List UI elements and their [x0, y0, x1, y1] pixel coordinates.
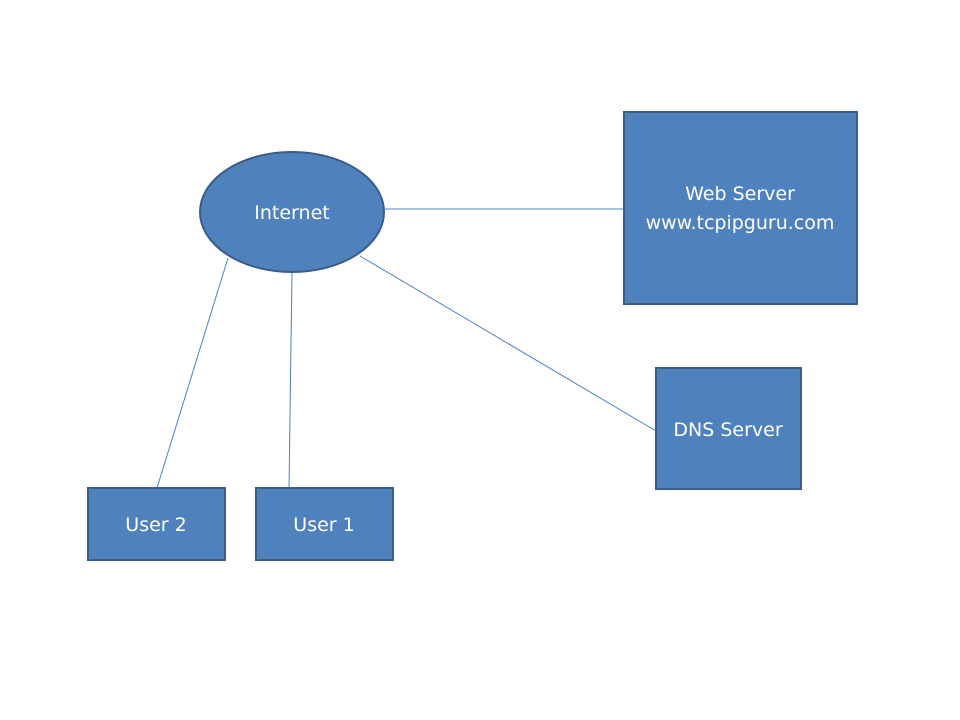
web-server-hostname: www.tcpipguru.com	[646, 212, 835, 234]
link-internet-dns-server	[359, 255, 657, 432]
web-server-title: Web Server	[685, 183, 795, 205]
user1-node: User 1	[255, 487, 394, 561]
internet-ellipse	[199, 151, 385, 273]
user2-node: User 2	[87, 487, 226, 561]
web-server-box	[623, 111, 858, 305]
dns-server-node: DNS Server	[655, 367, 802, 490]
user2-label: User 2	[125, 514, 186, 536]
dns-server-box	[655, 367, 802, 490]
web-server-node: Web Server www.tcpipguru.com	[623, 111, 858, 305]
link-internet-user2	[156, 257, 229, 489]
link-internet-user1	[288, 271, 293, 489]
internet-node: Internet	[199, 151, 385, 273]
user1-box	[255, 487, 394, 561]
user2-box	[87, 487, 226, 561]
dns-server-label: DNS Server	[673, 419, 782, 441]
internet-label: Internet	[254, 202, 329, 224]
user1-label: User 1	[293, 514, 354, 536]
